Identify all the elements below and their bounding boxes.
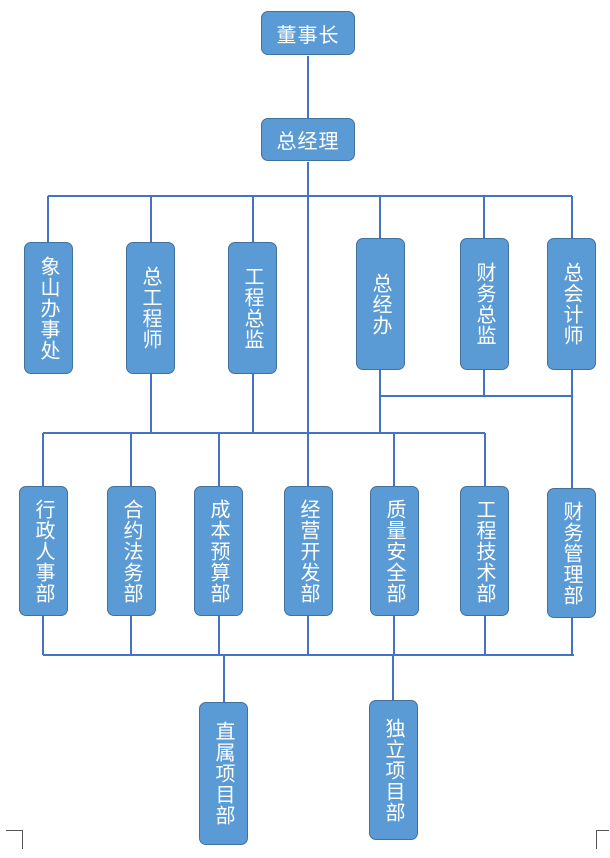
node-direct-projects: 直属项目部 bbox=[199, 702, 248, 845]
node-finance-management: 财务管理部 bbox=[547, 488, 596, 618]
node-label: 工程技术部 bbox=[473, 498, 497, 604]
node-chief-engineer: 总工程师 bbox=[126, 242, 175, 374]
node-admin-hr: 行政人事部 bbox=[19, 486, 68, 616]
node-label: 经营开发部 bbox=[297, 498, 321, 604]
node-label: 成本预算部 bbox=[207, 498, 231, 604]
node-finance-director: 财务总监 bbox=[460, 238, 509, 370]
node-label: 总会计师 bbox=[560, 262, 584, 346]
node-contract-legal: 合约法务部 bbox=[107, 486, 156, 616]
node-general-manager: 总经理 bbox=[261, 118, 355, 161]
node-cost-budget: 成本预算部 bbox=[194, 486, 243, 616]
node-engineering-tech: 工程技术部 bbox=[460, 486, 509, 616]
node-engineering-director: 工程总监 bbox=[228, 242, 277, 374]
page-corner-mark-right bbox=[596, 830, 609, 849]
node-label: 质量安全部 bbox=[383, 498, 407, 604]
page-corner-mark-left bbox=[6, 830, 23, 849]
node-label: 总经办 bbox=[369, 272, 393, 336]
node-quality-safety: 质量安全部 bbox=[370, 486, 419, 616]
node-label: 直属项目部 bbox=[212, 721, 236, 826]
node-label: 总工程师 bbox=[139, 266, 163, 350]
node-label: 工程总监 bbox=[241, 266, 265, 350]
node-business-development: 经营开发部 bbox=[284, 486, 333, 616]
node-label: 总经理 bbox=[276, 129, 340, 153]
node-label: 董事长 bbox=[276, 22, 340, 47]
node-xiangshan-office: 象山办事处 bbox=[24, 242, 73, 374]
node-label: 合约法务部 bbox=[120, 498, 144, 604]
node-label: 独立项目部 bbox=[382, 717, 406, 823]
node-gm-office: 总经办 bbox=[356, 238, 405, 370]
node-chairman: 董事长 bbox=[261, 11, 355, 55]
node-label: 行政人事部 bbox=[32, 498, 56, 604]
node-label: 财务总监 bbox=[473, 262, 497, 346]
node-label: 财务管理部 bbox=[560, 500, 584, 606]
node-independent-projects: 独立项目部 bbox=[369, 700, 418, 840]
node-label: 象山办事处 bbox=[37, 255, 61, 361]
node-chief-accountant: 总会计师 bbox=[547, 238, 596, 370]
